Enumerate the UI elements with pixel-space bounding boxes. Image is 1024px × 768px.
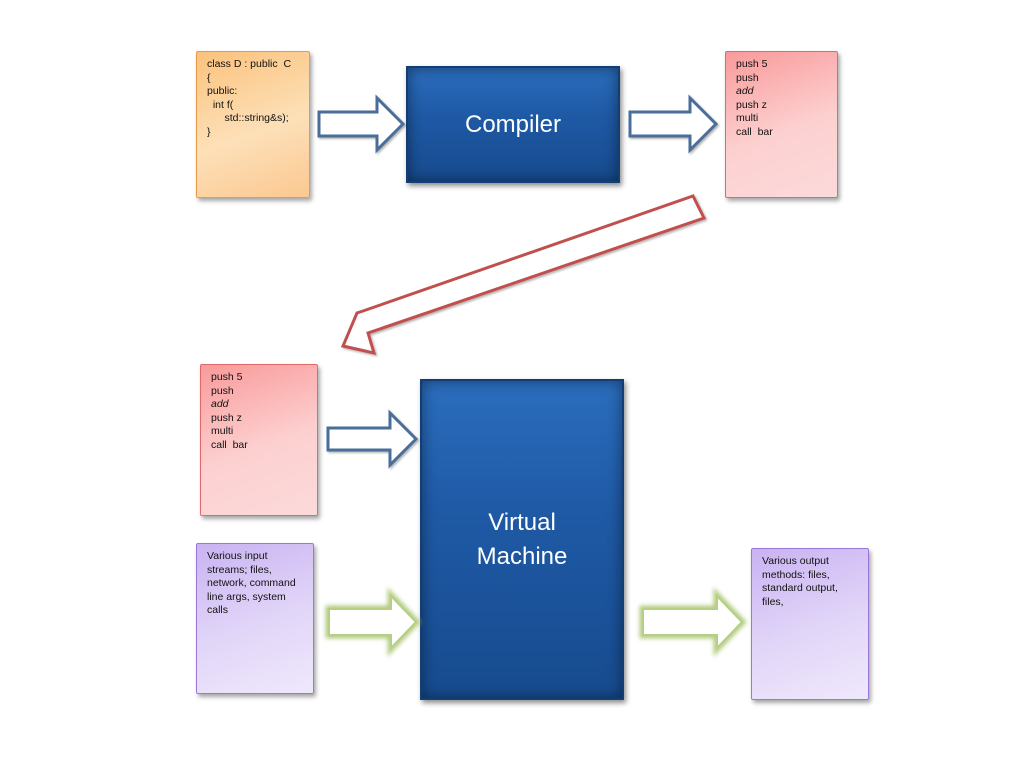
virtual-machine-label-line1: Virtual xyxy=(488,508,556,536)
bytecode-line: multi xyxy=(736,112,759,125)
compiler-box: Compiler xyxy=(406,66,620,183)
source-code-note: class D : public C { public: int f( std:… xyxy=(196,51,310,198)
bytecode-line: call bar xyxy=(211,438,248,451)
arrow-source-to-compiler-icon xyxy=(317,94,406,154)
code-line: class D : public C xyxy=(207,58,292,70)
virtual-machine-label-line2: Machine xyxy=(476,542,568,570)
code-line: { xyxy=(207,71,211,84)
bytecode-line: add xyxy=(736,85,754,98)
code-line: int f( xyxy=(207,98,234,111)
arrow-input-to-vm-icon xyxy=(325,587,421,657)
virtual-machine-label: Virtual Machine xyxy=(477,506,568,574)
code-line: public: xyxy=(207,85,238,98)
arrow-compiler-to-bytecode-icon xyxy=(628,94,719,154)
output-methods-text: Various output methods: files, standard … xyxy=(762,555,838,608)
compiler-label: Compiler xyxy=(464,110,562,138)
arrow-bytecode-transfer-icon xyxy=(340,194,707,356)
bytecode-output-note: push 5 push add push z multi call bar xyxy=(725,51,838,198)
bytecode-input-note: push 5 push add push z multi call bar xyxy=(200,364,318,516)
code-line: std::string&s); xyxy=(207,112,289,125)
arrow-vm-to-output-icon xyxy=(639,587,747,657)
bytecode-line: push 5 xyxy=(736,58,768,70)
input-streams-text: Various input streams; files, network, c… xyxy=(207,550,296,617)
input-streams-note: Various input streams; files, network, c… xyxy=(196,543,314,694)
bytecode-line: push 5 xyxy=(211,371,243,383)
bytecode-line: push z xyxy=(736,98,767,111)
virtual-machine-box: Virtual Machine xyxy=(420,379,624,700)
code-line: } xyxy=(207,125,211,138)
bytecode-line: call bar xyxy=(736,125,773,138)
arrow-bytecode-to-vm-icon xyxy=(326,409,419,469)
output-methods-note: Various output methods: files, standard … xyxy=(751,548,869,700)
bytecode-line: push xyxy=(211,384,234,397)
bytecode-line: push z xyxy=(211,411,242,424)
bytecode-line: multi xyxy=(211,425,234,438)
bytecode-line: add xyxy=(211,398,229,411)
bytecode-line: push xyxy=(736,71,759,84)
